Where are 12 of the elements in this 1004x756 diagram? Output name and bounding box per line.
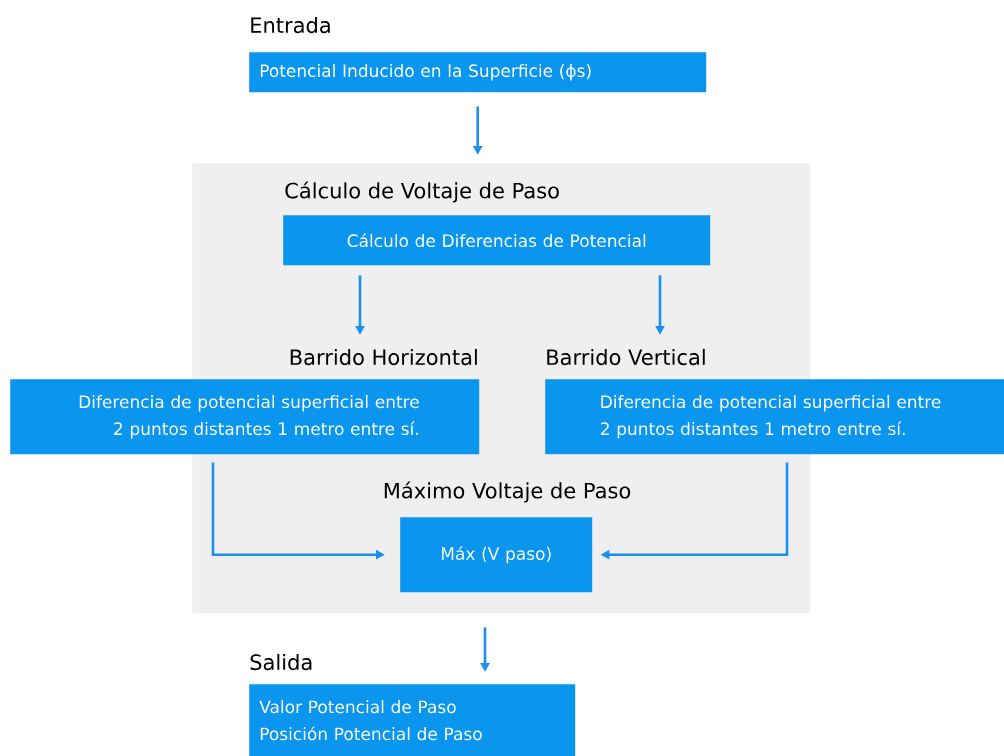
box-heading: Salida <box>250 653 312 671</box>
process-box: Potencial Inducido en la Superficie (ϕs) <box>249 52 707 93</box>
process-box: Valor Potencial de Paso Posición Potencial de Paso <box>249 684 576 756</box>
process-box: Diferencia de potencial superficial entre 2 puntos distantes 1 metro entre sí. <box>10 379 480 455</box>
box-heading: Entrada <box>251 16 330 34</box>
box-heading: Cálculo de Voltaje de Paso <box>285 181 559 203</box>
box-heading: Máximo Voltaje de Paso <box>384 481 631 503</box>
process-box: Cálculo de Diferencias de Potencial <box>283 215 711 266</box>
process-box: Máx (V paso) <box>400 517 593 593</box>
process-box: Diferencia de potencial superficial entre 2 puntos distantes 1 metro entre sí. <box>545 379 1004 455</box>
step-heading: Barrido Horizontal <box>290 348 477 366</box>
step-heading: Barrido Vertical <box>547 348 705 366</box>
